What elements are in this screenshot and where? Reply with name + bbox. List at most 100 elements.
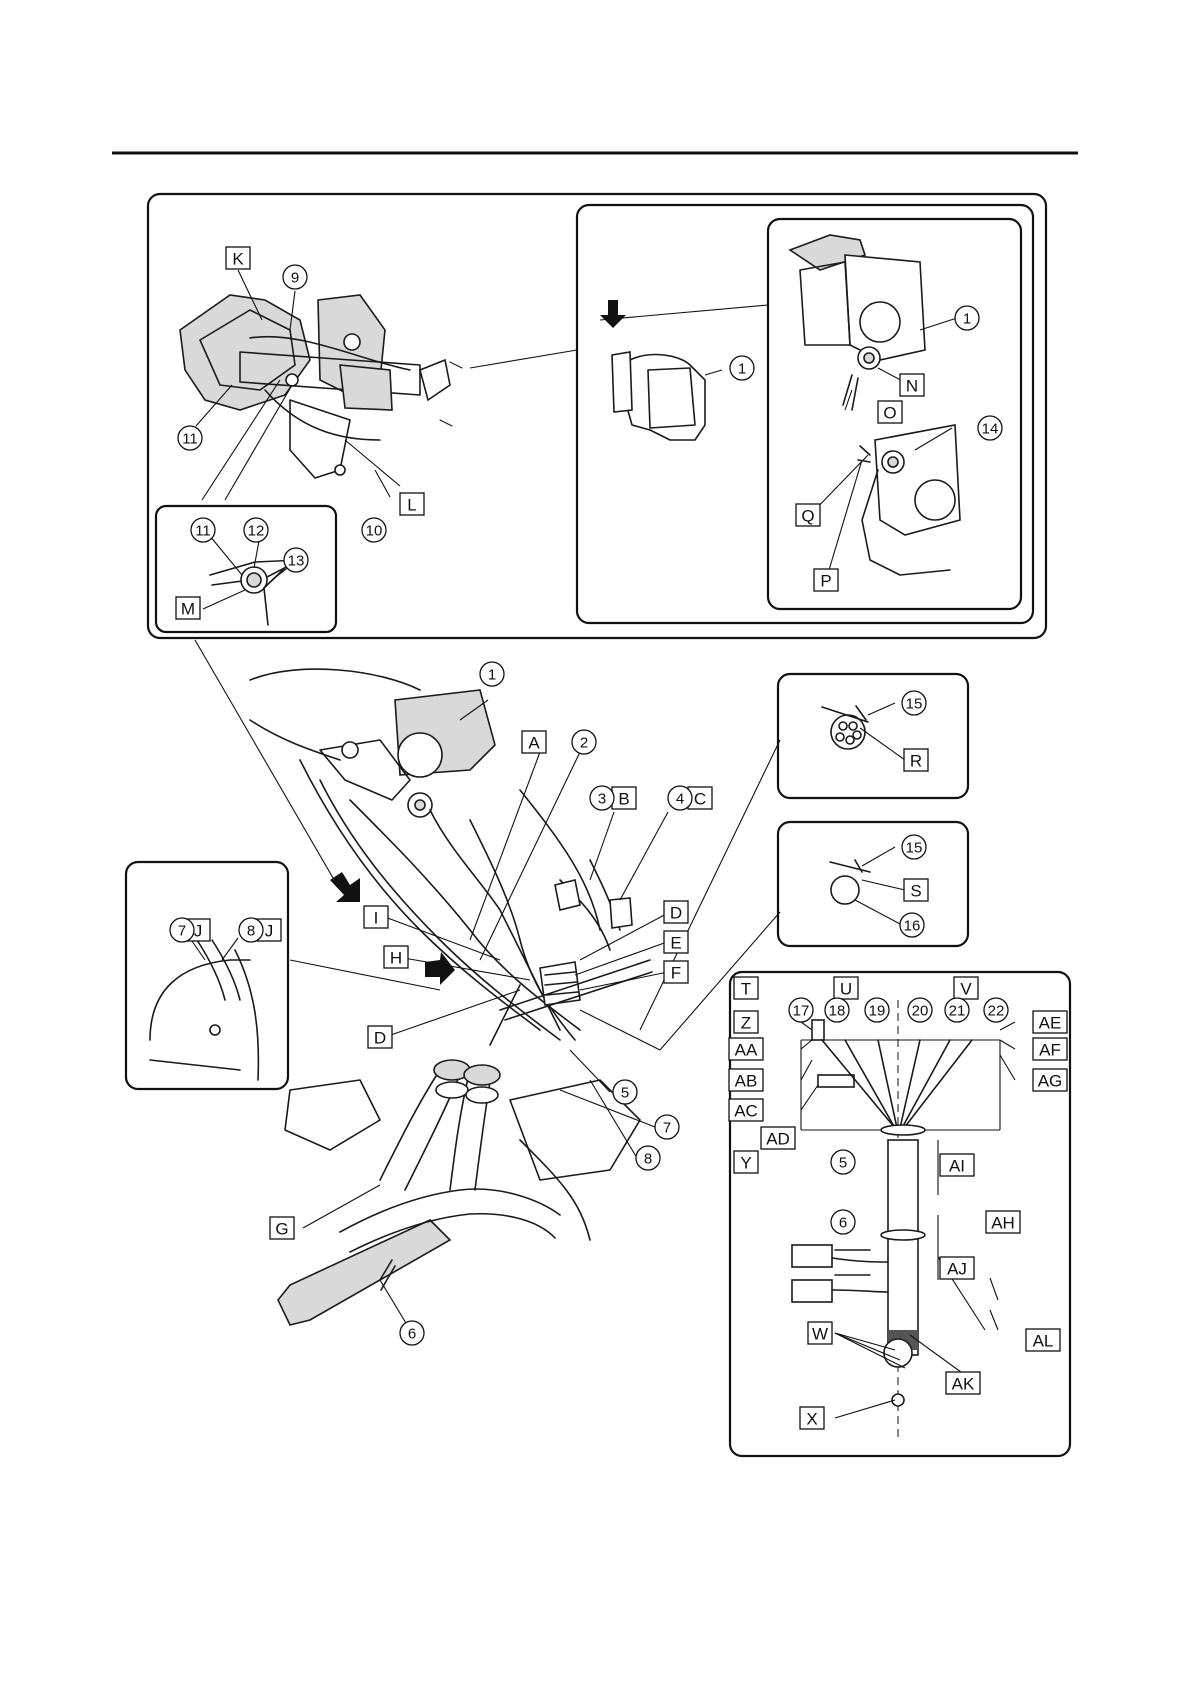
- number-callout-22: 17: [789, 998, 813, 1022]
- letter-label-7: A: [522, 731, 546, 753]
- number-callout-7: 12: [244, 518, 268, 542]
- letter-label-text: G: [275, 1220, 288, 1239]
- letter-label-text: J: [265, 922, 274, 941]
- right-inset-frame: [577, 205, 1033, 623]
- letter-label-29: AE: [1033, 1011, 1067, 1033]
- connector-drawing: [600, 300, 705, 440]
- number-callout-8: 13: [284, 548, 308, 572]
- letter-label-20: S: [904, 879, 928, 901]
- letter-label-text: AL: [1033, 1332, 1054, 1351]
- number-callout-26: 21: [945, 998, 969, 1022]
- number-callout-text: 22: [988, 1003, 1005, 1020]
- number-callout-1: 11: [178, 426, 202, 450]
- letter-label-text: AJ: [947, 1260, 967, 1279]
- number-callout-text: 9: [291, 270, 299, 287]
- number-callout-text: 8: [644, 1151, 652, 1168]
- letter-label-35: AJ: [940, 1257, 974, 1279]
- letter-label-text: O: [883, 404, 896, 423]
- letter-label-text: A: [528, 734, 540, 753]
- j-detail-frame: [126, 862, 288, 1089]
- letter-label-2: M: [176, 597, 200, 619]
- direction-arrow-left: [330, 872, 360, 902]
- letter-label-text: M: [181, 600, 195, 619]
- number-callout-4: 1: [730, 356, 754, 380]
- letter-label-text: W: [812, 1325, 828, 1344]
- letter-label-text: X: [806, 1410, 817, 1429]
- number-callout-25: 20: [908, 998, 932, 1022]
- letter-label-6: Q: [796, 504, 820, 526]
- letter-label-14: G: [270, 1217, 294, 1239]
- letter-label-text: I: [374, 909, 379, 928]
- letter-label-21: T: [734, 977, 758, 999]
- letter-label-32: Y: [734, 1151, 758, 1173]
- letter-label-1: L: [400, 493, 424, 515]
- s-detail-frame: [778, 822, 968, 946]
- number-callout-text: 6: [408, 1326, 416, 1343]
- r-detail-frame: [778, 674, 968, 798]
- letter-label-text: U: [840, 980, 852, 999]
- number-callout-29: 6: [831, 1210, 855, 1234]
- letter-label-text: AC: [734, 1102, 758, 1121]
- letter-label-text: C: [694, 790, 706, 809]
- number-callout-15: 8: [636, 1146, 660, 1170]
- letter-label-5: P: [814, 569, 838, 591]
- letter-label-text: P: [820, 572, 831, 591]
- letter-label-3: N: [900, 374, 924, 396]
- letter-label-36: AK: [946, 1372, 980, 1394]
- letter-label-22: U: [834, 977, 858, 999]
- number-callout-text: 17: [793, 1003, 810, 1020]
- letter-label-38: W: [808, 1322, 832, 1344]
- r-detail-drawing: [822, 703, 905, 760]
- letter-label-8: B: [612, 787, 636, 809]
- letter-label-text: AE: [1039, 1014, 1062, 1033]
- number-callout-19: 15: [902, 691, 926, 715]
- number-callout-text: 11: [195, 523, 211, 540]
- number-callout-text: 21: [949, 1003, 966, 1020]
- number-callout-3: 1: [955, 306, 979, 330]
- letter-label-text: AA: [735, 1041, 758, 1060]
- number-callout-20: 15: [902, 835, 926, 859]
- letter-label-4: O: [878, 401, 902, 423]
- number-callout-text: 18: [829, 1003, 846, 1020]
- number-callout-text: 2: [580, 735, 588, 752]
- number-callout-text: 1: [963, 311, 971, 328]
- letter-label-16: I: [364, 906, 388, 928]
- number-callout-text: 1: [488, 667, 496, 684]
- number-callout-text: 8: [247, 923, 255, 940]
- letter-label-text: Y: [740, 1154, 751, 1173]
- letter-label-text: V: [960, 980, 972, 999]
- number-callout-text: 5: [621, 1085, 629, 1102]
- letter-label-23: V: [954, 977, 978, 999]
- letter-label-text: AG: [1038, 1072, 1063, 1091]
- letter-label-37: AL: [1026, 1329, 1060, 1351]
- letter-label-26: AB: [729, 1069, 763, 1091]
- letter-label-text: E: [670, 934, 681, 953]
- number-callout-text: 3: [598, 791, 606, 808]
- letter-label-text: AB: [735, 1072, 758, 1091]
- letter-label-text: Q: [801, 507, 814, 526]
- number-callout-23: 18: [825, 998, 849, 1022]
- s-detail-drawing: [830, 847, 905, 925]
- number-callout-text: 15: [906, 696, 923, 713]
- number-callout-10: 2: [572, 730, 596, 754]
- letter-label-text: AK: [952, 1375, 975, 1394]
- number-callout-text: 19: [869, 1003, 886, 1020]
- letter-label-text: Z: [741, 1014, 751, 1033]
- letter-label-31: AG: [1033, 1069, 1067, 1091]
- letter-label-text: AI: [949, 1157, 965, 1176]
- number-callout-text: 16: [904, 918, 921, 935]
- j-detail-drawing: [150, 938, 258, 1080]
- letter-label-text: J: [194, 922, 203, 941]
- letter-label-24: Z: [734, 1011, 758, 1033]
- number-callout-text: 13: [288, 553, 305, 570]
- number-callout-28: 5: [831, 1150, 855, 1174]
- number-callout-text: 4: [676, 791, 684, 808]
- number-callout-11: 3: [590, 786, 614, 810]
- letter-label-27: AC: [729, 1099, 763, 1121]
- main-handlebar-drawing: [250, 669, 652, 1325]
- harness-schematic: [792, 1000, 1015, 1440]
- letter-label-text: D: [670, 904, 682, 923]
- letter-label-30: AF: [1033, 1038, 1067, 1060]
